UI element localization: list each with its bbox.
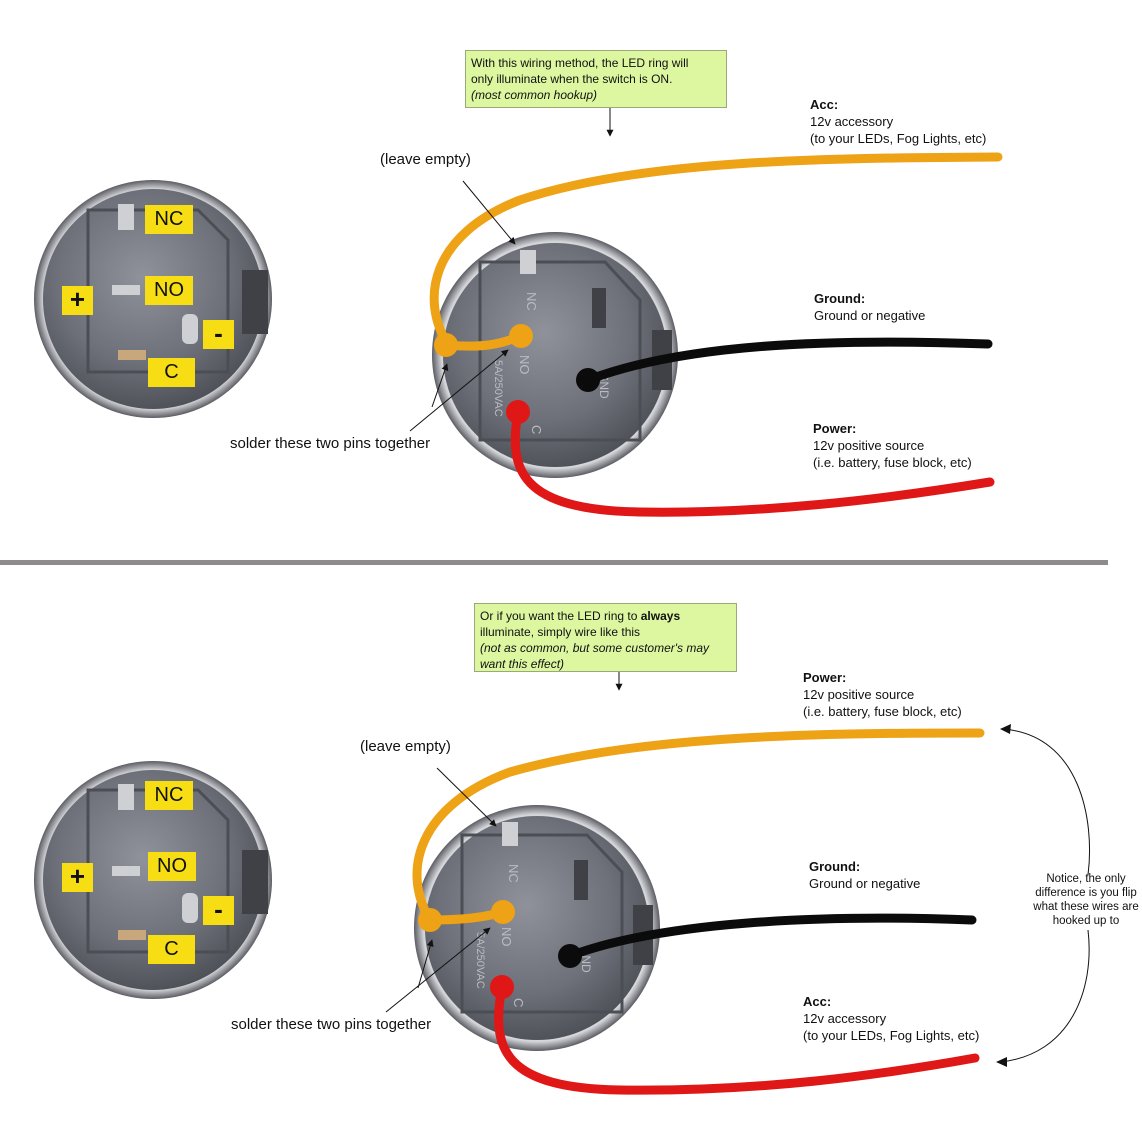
top-solder-pointer-2 xyxy=(409,349,509,432)
top-solder-pointer-1 xyxy=(431,363,449,408)
top-solder-label: solder these two pins together xyxy=(230,435,431,452)
bottom-ground-point xyxy=(558,944,582,968)
bottom-power-title: Power: xyxy=(803,670,847,685)
top-pin-label-plus: + xyxy=(62,286,93,315)
top-acc-line1: 12v accessory xyxy=(810,114,894,129)
bottom-solder-pointer-1 xyxy=(417,939,434,989)
bottom-power-label: Power: 12v positive source (i.e. battery… xyxy=(803,669,962,720)
bottom-leave-empty-label: (leave empty) xyxy=(360,738,451,755)
marking-no: NO xyxy=(517,355,532,375)
top-power-line2: (i.e. battery, fuse block, etc) xyxy=(813,455,972,470)
bottom-pin-label-nc: NC xyxy=(145,781,193,810)
bottom-power-line1: 12v positive source xyxy=(803,687,915,702)
top-power-title: Power: xyxy=(813,421,857,436)
top-red-wire xyxy=(510,407,995,517)
marking-c: C xyxy=(511,998,526,1007)
top-pin-label-no: NO xyxy=(145,276,193,305)
flip-notice-text: Notice, the only difference is you flip … xyxy=(1030,872,1142,928)
top-main-switch: NC NO GND 5A/250VAC C xyxy=(432,232,678,478)
bottom-pin-label-plus: + xyxy=(62,863,93,892)
top-leave-empty-pointer xyxy=(462,180,516,245)
bottom-acc-label: Acc: 12v accessory (to your LEDs, Fog Li… xyxy=(803,993,979,1044)
bottom-note-line1: Or if you want the LED ring to always xyxy=(480,609,681,623)
bottom-black-wire xyxy=(565,913,977,961)
top-ground-line1: Ground or negative xyxy=(814,308,926,323)
marking-c: C xyxy=(529,425,544,434)
top-leave-empty-label: (leave empty) xyxy=(380,151,471,168)
bottom-note-line3: (not as common, but some customer's may xyxy=(480,641,710,655)
top-note-line1: With this wiring method, the LED ring wi… xyxy=(471,56,689,70)
top-pin-label-nc: NC xyxy=(145,205,193,234)
top-power-line1: 12v positive source xyxy=(813,438,925,453)
bottom-note-line2: illuminate, simply wire like this xyxy=(480,625,641,639)
bottom-orange-wire xyxy=(412,728,985,925)
bottom-acc-title: Acc: xyxy=(803,994,832,1009)
notice-line3: what these wires are xyxy=(1033,901,1139,913)
bottom-ground-title: Ground: xyxy=(809,859,861,874)
top-acc-label: Acc: 12v accessory (to your LEDs, Fog Li… xyxy=(810,96,986,147)
top-solder-point-right xyxy=(509,324,533,348)
top-acc-line2: (to your LEDs, Fog Lights, etc) xyxy=(810,131,987,146)
bottom-pin-label-c: C xyxy=(148,935,195,964)
marking-rating: 5A/250VAC xyxy=(492,360,504,417)
bottom-power-line2: (i.e. battery, fuse block, etc) xyxy=(803,704,962,719)
bottom-red-wire xyxy=(494,982,980,1095)
section-divider xyxy=(0,560,1108,565)
notice-line1: Notice, the only xyxy=(1046,873,1126,885)
bottom-pin-label-minus: - xyxy=(203,896,234,925)
top-black-wire xyxy=(583,337,993,385)
bottom-solder-pointer-2 xyxy=(385,927,491,1013)
bottom-solder-point-left xyxy=(418,908,442,932)
top-note-line2: only illuminate when the switch is ON. xyxy=(471,72,673,86)
marking-nc: NC xyxy=(524,292,539,311)
marking-no: NO xyxy=(499,927,514,947)
top-pin-label-c: C xyxy=(148,358,195,387)
top-power-label: Power: 12v positive source (i.e. battery… xyxy=(813,420,972,471)
top-solder-point-left xyxy=(434,333,458,357)
notice-line4: hooked up to xyxy=(1052,915,1120,927)
bottom-main-switch: NC NO GND 5A/250VAC C xyxy=(414,805,660,1051)
bottom-info-note: Or if you want the LED ring to always il… xyxy=(474,603,737,672)
bottom-pin-label-no: NO xyxy=(148,852,196,881)
bottom-acc-point xyxy=(490,975,514,999)
bottom-note-line4: want this effect) xyxy=(480,657,565,671)
top-power-point xyxy=(506,400,530,424)
marking-rating: 5A/250VAC xyxy=(474,932,486,989)
bottom-acc-line1: 12v accessory xyxy=(803,1011,887,1026)
top-ground-title: Ground: xyxy=(814,291,866,306)
flip-arrow-head-top xyxy=(1000,724,1011,734)
bottom-leave-empty-pointer xyxy=(436,767,497,827)
marking-nc: NC xyxy=(506,864,521,883)
bottom-ground-label: Ground: Ground or negative xyxy=(809,858,920,892)
bottom-acc-line2: (to your LEDs, Fog Lights, etc) xyxy=(803,1028,980,1043)
top-orange-wire xyxy=(429,152,1003,350)
top-pin-label-minus: - xyxy=(203,320,234,349)
flip-arrow xyxy=(999,728,1091,1063)
top-ground-point xyxy=(576,368,600,392)
bottom-solder-point-right xyxy=(491,900,515,924)
flip-arrow-head-bottom xyxy=(996,1057,1007,1067)
top-note-line3: (most common hookup) xyxy=(471,88,598,102)
bottom-ground-line1: Ground or negative xyxy=(809,876,921,891)
top-acc-title: Acc: xyxy=(810,97,839,112)
bottom-solder-label: solder these two pins together xyxy=(231,1016,432,1033)
top-ground-label: Ground: Ground or negative xyxy=(814,290,925,324)
notice-line2: difference is you flip xyxy=(1035,887,1137,899)
top-info-note: With this wiring method, the LED ring wi… xyxy=(465,50,727,108)
